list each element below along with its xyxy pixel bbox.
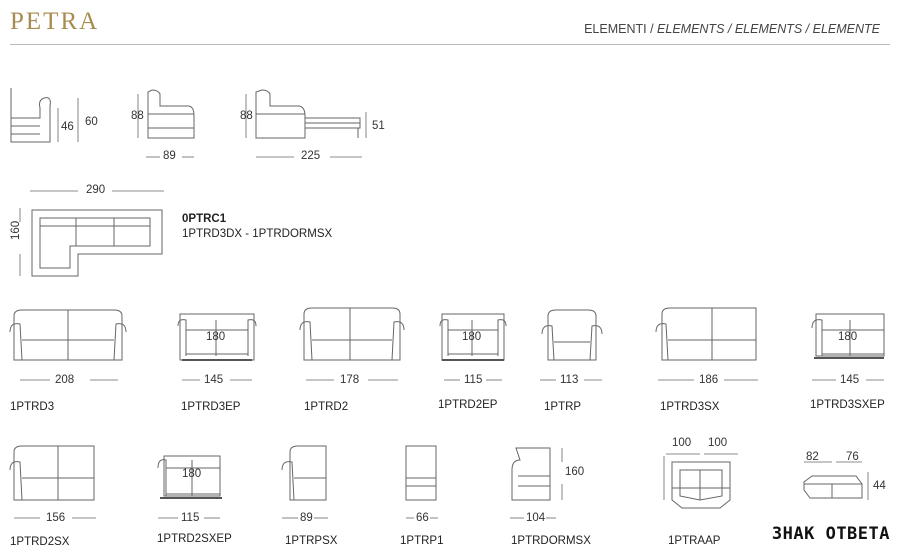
row1-code: 1PTRD2EP xyxy=(438,399,498,411)
sofa-1PTRDORMSX-drawing xyxy=(510,447,563,519)
sofa-1PTRPSX-drawing xyxy=(281,445,328,519)
sofa-1PTRD3-drawing xyxy=(9,309,127,381)
bed-open-width-label: 225 xyxy=(301,150,321,162)
corner-width-label: 290 xyxy=(86,184,106,196)
corner-sofa-drawing xyxy=(19,190,164,277)
row1-code: 1PTRD3SX xyxy=(660,401,720,413)
sofa-1PTRD3SXEP-drawing xyxy=(811,313,885,381)
row1-width-label: 208 xyxy=(55,374,75,386)
row2-inner-label: 180 xyxy=(182,468,202,480)
armchair-side-back-height-label: 60 xyxy=(85,116,98,128)
ottoman-drawing xyxy=(803,461,869,500)
armchair-side-drawing xyxy=(10,88,79,143)
sofa-1PTRD3EP-drawing xyxy=(177,313,257,381)
row2-width-label: 66 xyxy=(416,512,429,524)
ottoman-width-label-2: 76 xyxy=(846,451,859,463)
row1-width-label: 115 xyxy=(464,374,483,386)
row2-code: 1PTRP1 xyxy=(400,535,444,547)
elements-heading-translations: ELEMENTS / ELEMENTS / ELEMENTE xyxy=(657,22,880,36)
sofa-1PTRP1-drawing xyxy=(405,445,438,519)
row2-width-label-2: 100 xyxy=(708,437,728,449)
sofa-1PTRD2-drawing xyxy=(299,307,405,381)
row2-width-label: 104 xyxy=(526,512,546,524)
sofa-1PTRP-drawing xyxy=(540,309,603,381)
watermark: ЗНАК ОТВЕТА xyxy=(771,524,890,544)
bed-side-height-label: 88 xyxy=(131,110,144,122)
row1-code: 1PTRD2 xyxy=(304,401,349,413)
bed-open-drawing xyxy=(245,89,367,158)
armchair-side-height-label: 46 xyxy=(61,121,74,133)
row1-width-label: 178 xyxy=(340,374,360,386)
elements-heading-it: ELEMENTI / xyxy=(584,22,654,36)
row2-width-label-1: 100 xyxy=(672,437,692,449)
sofa-1PTRD2EP-drawing xyxy=(439,313,507,381)
row1-width-label: 145 xyxy=(840,374,860,386)
row2-width-label: 156 xyxy=(46,512,66,524)
ottoman-width-label-1: 82 xyxy=(806,451,819,463)
bed-open-mattress-height-label: 51 xyxy=(372,120,385,132)
row1-width-label: 186 xyxy=(699,374,719,386)
row2-width-label: 89 xyxy=(300,512,313,524)
row1-inner-label: 180 xyxy=(462,331,482,343)
elements-heading: ELEMENTI / ELEMENTS / ELEMENTS / ELEMENT… xyxy=(584,22,880,36)
bed-side-width-label: 89 xyxy=(163,150,176,162)
row1-code: 1PTRD3 xyxy=(10,401,55,413)
row2-code: 1PTRPSX xyxy=(285,535,338,547)
row2-width-label: 115 xyxy=(181,512,200,524)
row1-code: 1PTRD3SXEP xyxy=(810,399,885,411)
row1-inner-label: 180 xyxy=(838,331,858,343)
header-divider xyxy=(10,44,890,45)
sofa-1PTRD2SXEP-drawing xyxy=(157,455,222,519)
row2-code: 1PTRD2SXEP xyxy=(157,533,232,545)
row1-code: 1PTRD3EP xyxy=(181,401,241,413)
row1-code: 1PTRP xyxy=(544,401,582,413)
bed-side-drawing xyxy=(137,89,195,158)
row2-code: 1PTRAAP xyxy=(668,535,721,547)
bed-open-height-label: 88 xyxy=(240,110,253,122)
row2-code: 1PTRDORMSX xyxy=(511,535,591,547)
row1-inner-label: 180 xyxy=(206,331,226,343)
sofa-1PTRD2SX-drawing xyxy=(9,445,96,519)
corner-code: 0PTRC1 xyxy=(182,213,227,225)
row1-width-label: 113 xyxy=(560,374,579,386)
brand-logo: PETRA xyxy=(10,8,100,35)
corner-armchair-1PTRAAP-drawing xyxy=(663,453,738,509)
corner-depth-label: 160 xyxy=(10,220,22,240)
row2-depth-label: 160 xyxy=(565,466,585,478)
row2-code: 1PTRD2SX xyxy=(10,536,70,548)
sofa-1PTRD3SX-drawing xyxy=(655,307,758,381)
corner-code-sub: 1PTRD3DX - 1PTRDORMSX xyxy=(182,228,333,240)
ottoman-height-label: 44 xyxy=(873,480,886,492)
row1-width-label: 145 xyxy=(204,374,224,386)
